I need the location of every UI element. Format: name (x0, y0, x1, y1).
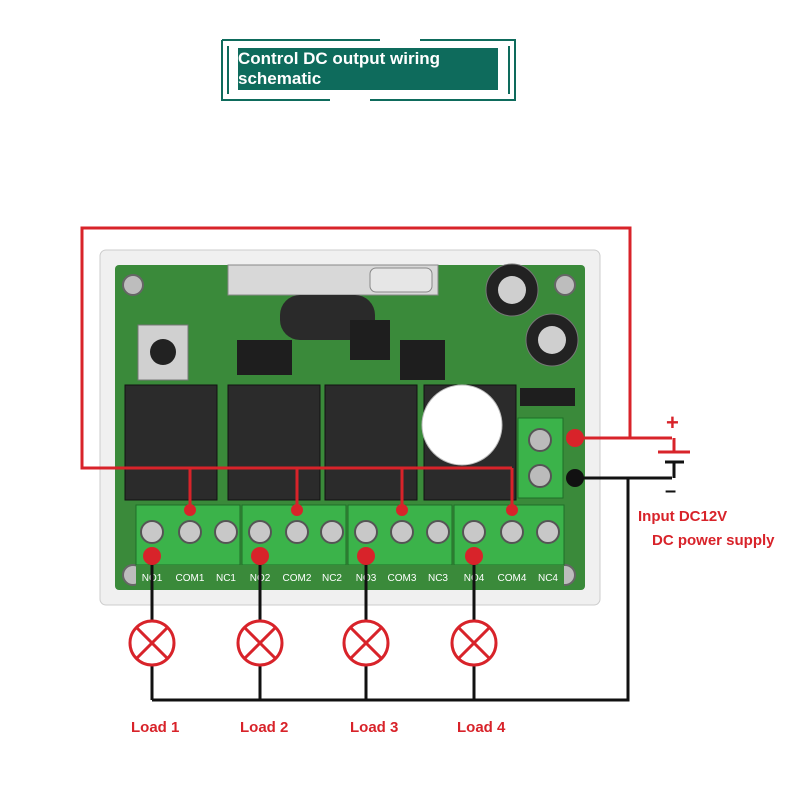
relay-1 (124, 384, 218, 501)
terminal-label: NC2 (322, 573, 342, 584)
terminal-screw (500, 520, 524, 544)
load-lamps (128, 619, 498, 667)
load-lamp-1 (128, 619, 176, 667)
terminal-screw (320, 520, 344, 544)
positive-wiring (80, 226, 672, 510)
terminal-screw (354, 520, 378, 544)
terminal-screw (462, 520, 486, 544)
terminal-screw (178, 520, 202, 544)
load-lamp-4 (450, 619, 498, 667)
terminal-screw (140, 520, 164, 544)
power-label-line1: Input DC12V (638, 508, 728, 525)
battery-symbol (658, 438, 690, 478)
terminal-label: COM3 (388, 573, 417, 584)
load-lamp-2 (236, 619, 284, 667)
terminal-screw (285, 520, 309, 544)
terminal-screw (426, 520, 450, 544)
load-label-2: Load 2 (240, 719, 289, 736)
terminal-screw (536, 520, 560, 544)
terminal-label: NC3 (428, 573, 448, 584)
load-label-1: Load 1 (131, 719, 180, 736)
ic-chip-2 (400, 340, 445, 380)
title-frame (221, 39, 516, 101)
load-label-3: Load 3 (350, 719, 399, 736)
power-label-line2: DC power supply (652, 532, 775, 549)
terminal-screw (248, 520, 272, 544)
negative-terminal-dot (566, 469, 584, 487)
terminal-label: NC1 (216, 573, 236, 584)
terminal-label: COM2 (283, 573, 312, 584)
crystal (369, 267, 433, 293)
qc-passed-sticker (421, 384, 503, 466)
terminal-screw (390, 520, 414, 544)
terminal-screws (140, 520, 560, 544)
terminal-label: COM1 (176, 573, 205, 584)
ic-chip-1 (237, 340, 292, 375)
page-title: Control DC output wiring schematic (238, 48, 498, 90)
no-connection-dots (143, 547, 483, 565)
terminal-label: COM4 (498, 573, 527, 584)
plus-sign: + (666, 410, 679, 435)
com-connection-dots (184, 429, 584, 516)
ic-chip-3 (350, 320, 390, 360)
relay-2 (227, 384, 321, 501)
minus-sign: – (665, 480, 676, 502)
load-lamp-3 (342, 619, 390, 667)
diode (520, 388, 575, 406)
load-label-4: Load 4 (457, 719, 506, 736)
terminal-screw (214, 520, 238, 544)
negative-wiring (152, 476, 672, 702)
terminal-label: NC4 (538, 573, 558, 584)
